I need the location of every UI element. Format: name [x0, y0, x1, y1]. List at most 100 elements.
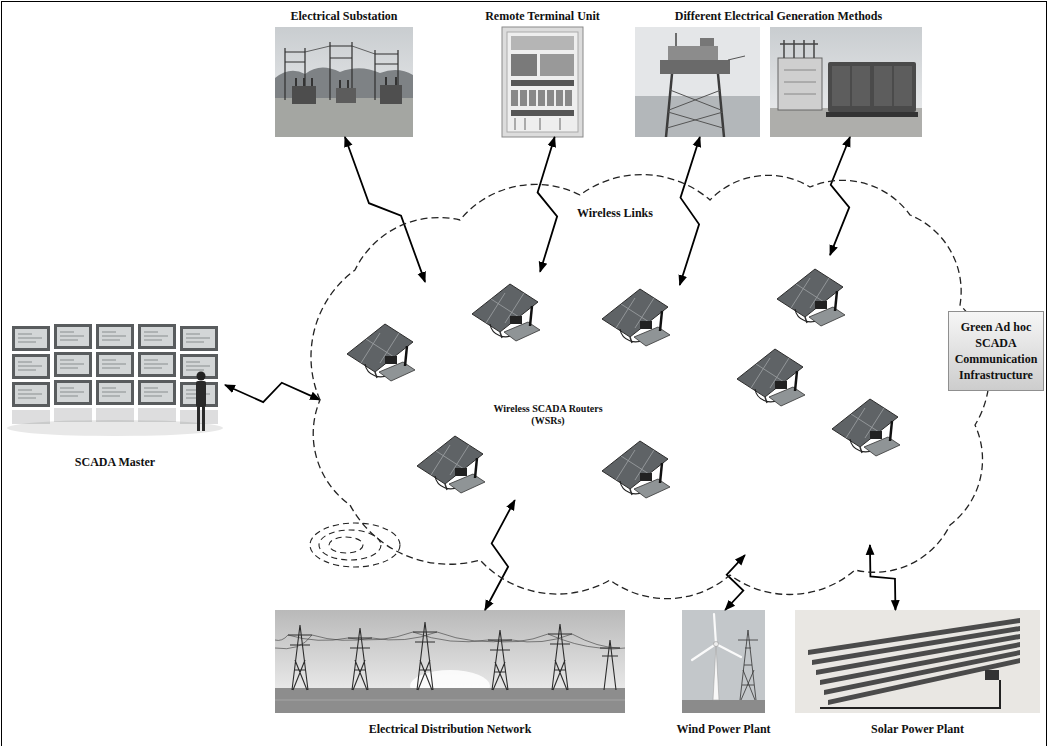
solar-plant-photo: [795, 610, 1040, 713]
distribution-network-photo: [288, 622, 620, 690]
substation-photo: [275, 27, 413, 137]
offshore-platform-photo: [700, 38, 714, 46]
figure-caption: SCADA Master: [75, 455, 155, 469]
substation-photo: [305, 46, 375, 54]
wireless-scada-router: [472, 284, 540, 341]
rtu-photo: [547, 90, 554, 106]
video-wall-photo: [12, 410, 50, 424]
distribution-network-photo: [413, 622, 437, 690]
video-wall-photo: [12, 382, 50, 407]
network-cloud: Wireless SCADA Routers (WSRs): [310, 175, 975, 615]
rtu-photo: [538, 90, 545, 106]
wireless-link: [725, 555, 745, 610]
distribution-network-photo: [548, 624, 572, 690]
rtu-photo: [565, 90, 572, 106]
distribution-network-photo: [288, 625, 312, 690]
offshore-platform-photo: [728, 56, 745, 60]
cloud-spiral: [319, 530, 381, 560]
offshore-platform-photo: [666, 74, 724, 137]
generator-photo: [826, 112, 918, 117]
wind-plant-photo: [713, 645, 719, 700]
offshore-platform-photo: [668, 46, 718, 60]
offshore-platform-photo: [635, 96, 760, 137]
video-wall-photo: [197, 372, 206, 381]
wireless-link: [485, 500, 515, 610]
rtu-photo: [556, 90, 563, 106]
generator-photo: [770, 27, 922, 137]
substation-photo: [296, 77, 396, 88]
wind-plant-photo: [682, 700, 765, 713]
video-wall-photo: [138, 380, 176, 405]
wireless-scada-router: [832, 399, 900, 456]
wireless-scada-router: [737, 349, 805, 406]
rtu-figure: Remote Terminal Unit: [502, 27, 583, 137]
wind-plant-photo: [738, 630, 758, 700]
solar-plant-photo: [820, 680, 1000, 708]
video-wall-photo: [54, 352, 92, 377]
solar-plant-photo: [985, 670, 999, 680]
video-wall-photo: [202, 407, 205, 431]
solar-figure: Solar Power Plant: [795, 610, 1040, 713]
rtu-photo: [511, 90, 518, 106]
rtu-photo: [507, 32, 578, 132]
wireless-scada-router: [347, 324, 415, 381]
wireless-scada-router: [347, 269, 900, 498]
video-wall-photo: [96, 408, 134, 422]
wind-plant-photo: [714, 642, 719, 647]
video-wall-photo: [54, 324, 92, 349]
wireless-link: [345, 137, 425, 282]
cloud-outline: [311, 175, 989, 599]
distribution-network-photo: [348, 628, 372, 690]
solar-plant-photo: [808, 618, 1020, 705]
rtu-photo: [502, 27, 583, 137]
generator-photo: [770, 27, 922, 137]
video-wall-photo: [12, 408, 218, 424]
wind-figure: Wind Power Plant: [682, 610, 765, 713]
video-wall-photo: [196, 381, 206, 407]
generator-photo: [784, 70, 816, 94]
figure-caption: Electrical Substation: [291, 9, 398, 23]
distribution-figure: Electrical Distribution Network: [275, 610, 625, 713]
offshore-platform-photo: [635, 27, 760, 137]
video-wall-photo: [96, 352, 134, 377]
figure-caption: Electrical Distribution Network: [369, 722, 532, 736]
cloud-outline: [310, 175, 975, 615]
offshore-platform-photo: [675, 33, 677, 46]
generator-photo: [828, 62, 916, 112]
rtu-photo: [515, 118, 560, 130]
box-label: Green Ad hoc SCADA Communication Infrast…: [954, 319, 1038, 384]
figure-caption: Wind Power Plant: [676, 722, 770, 736]
distribution-network-photo: [275, 610, 625, 713]
distribution-network-photo: [275, 632, 625, 649]
rtu-photo: [511, 110, 574, 116]
generator-photo: [770, 108, 922, 137]
wireless-scada-router: [777, 269, 845, 326]
distribution-network-photo: [488, 630, 512, 690]
cloud-label: Wireless SCADA Routers (WSRs): [478, 403, 618, 427]
solar-plant-photo: [828, 658, 1020, 705]
video-wall-photo: [138, 324, 176, 349]
substation-photo: [336, 88, 356, 103]
distribution-network-photo: [275, 610, 625, 713]
video-wall-photo: [96, 324, 134, 349]
wireless-links: [225, 137, 895, 610]
rtu-photo: [511, 80, 574, 86]
rtu-photo: [511, 36, 574, 50]
wireless-scada-router: [602, 441, 670, 498]
substation-photo: [275, 27, 413, 137]
wind-plant-photo: [692, 614, 741, 660]
rtu-photo: [520, 90, 527, 106]
video-wall-photo: [12, 326, 50, 351]
generator-photo: [778, 58, 822, 110]
wireless-link: [870, 545, 896, 610]
offshore-platform-photo: [667, 90, 723, 128]
wireless-link: [680, 137, 700, 285]
distribution-network-photo: [275, 632, 620, 649]
figure-caption: Different Electrical Generation Methods: [675, 9, 882, 23]
substation-photo: [292, 86, 316, 104]
infrastructure-box: Green Ad hoc SCADA Communication Infrast…: [948, 311, 1044, 392]
cloud-spiral: [310, 523, 400, 567]
